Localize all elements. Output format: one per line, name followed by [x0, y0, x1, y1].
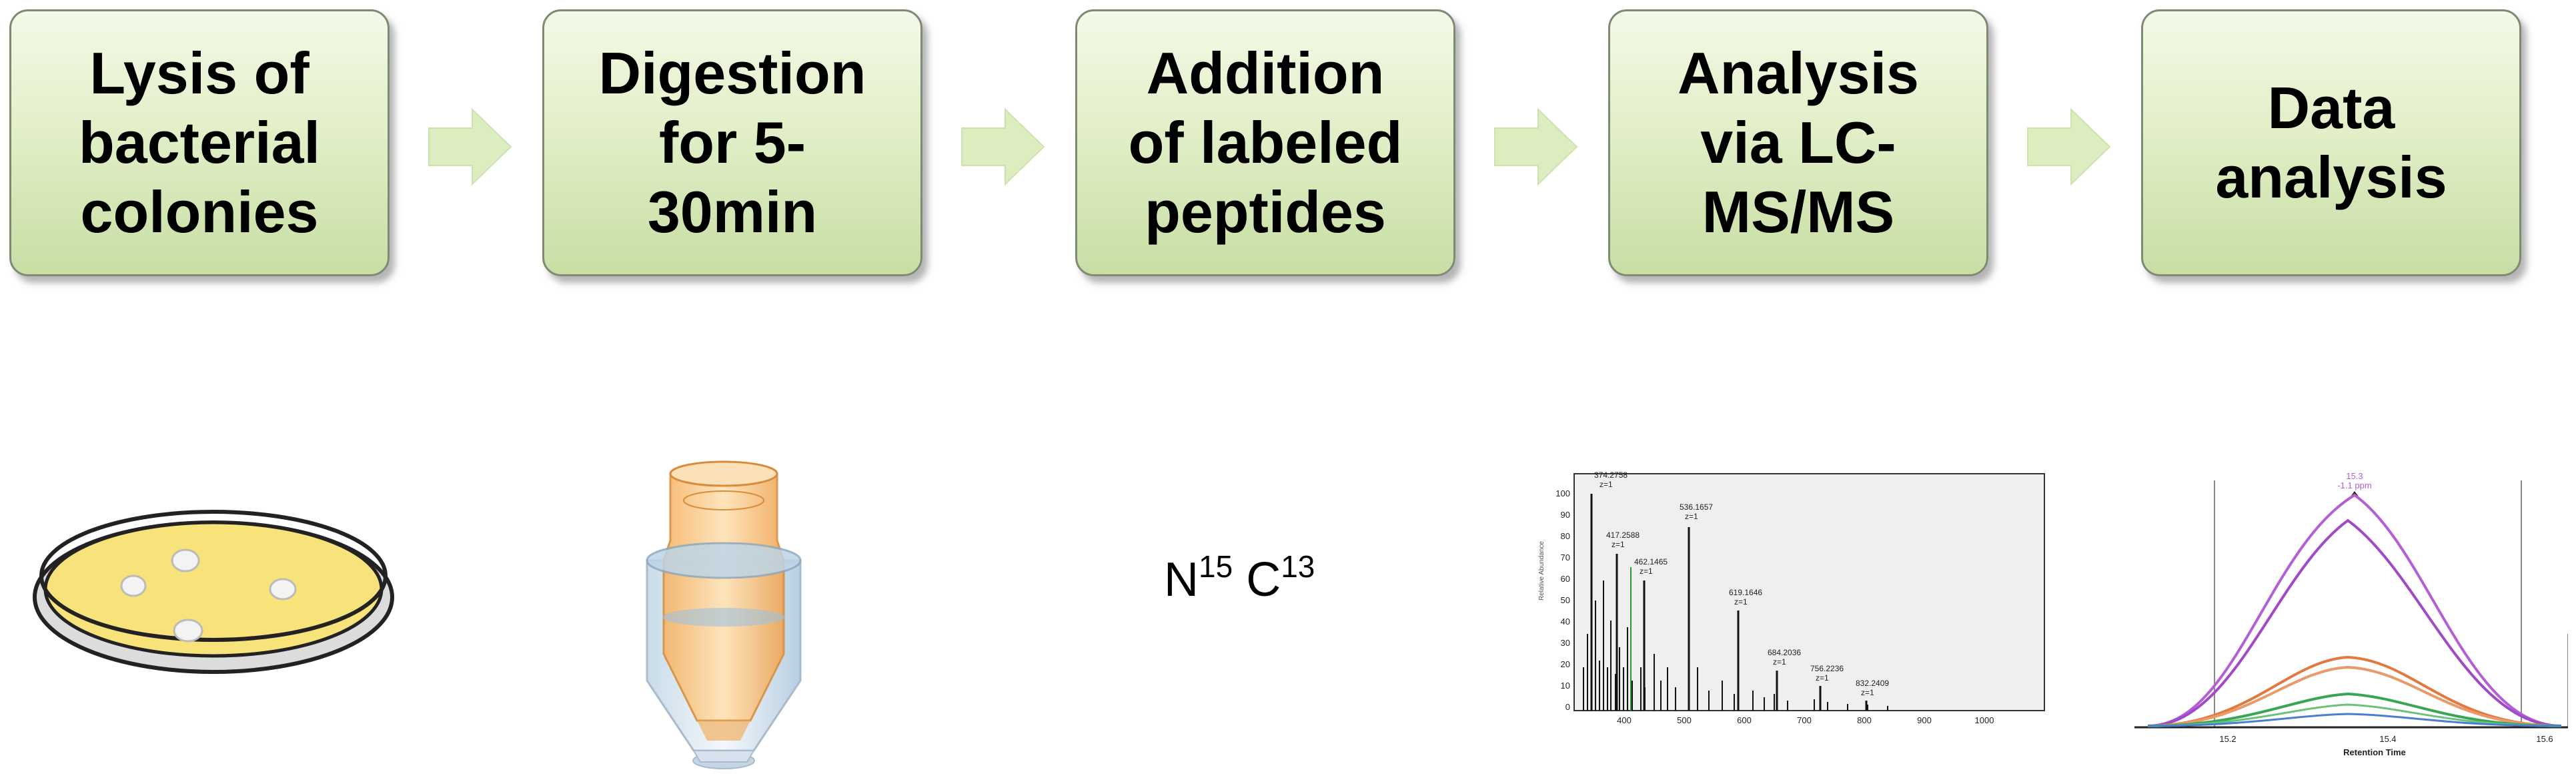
x-tick-label: 700 [1797, 715, 1812, 725]
peak-mz-label: 536.1657 [1680, 502, 1713, 512]
peak-ppm-label: -1.1 ppm [2337, 480, 2371, 490]
step-text-line: analysis [2215, 144, 2447, 210]
step-box-lysis: Lysis of bacterial colonies [9, 9, 390, 276]
y-tick-label: 90 [1561, 510, 1570, 520]
peak-rt-label: 15.3 [2346, 471, 2363, 481]
x-tick-label: 15.6 [2536, 734, 2553, 744]
y-tick-label: 10 [1561, 681, 1570, 691]
petri-dish-icon [33, 510, 394, 674]
step-box-digestion: Digestion for 5- 30min [542, 9, 922, 276]
peak-mz-label: 756.2236 [1810, 664, 1844, 673]
peak-mz-label: 462.1465 [1634, 557, 1668, 566]
y-tick-label: 30 [1561, 638, 1570, 648]
y-tick-label: 80 [1561, 531, 1570, 541]
mass-spectrum-icon: Relative Abundance 100 90 80 70 60 50 40… [1538, 470, 2045, 725]
peak-mz-label: 374.2758 [1594, 470, 1628, 480]
spin-column-icon [646, 460, 802, 769]
arrow-right-icon [2027, 107, 2111, 186]
step-box-addition: Addition of labeled peptides [1075, 9, 1455, 276]
peak-charge-label: z=1 [1599, 480, 1613, 489]
x-tick-label: 500 [1677, 715, 1692, 725]
arrow-right-icon [428, 107, 512, 186]
nitrogen-mass-number: 15 [1199, 549, 1233, 584]
x-tick-label: 900 [1917, 715, 1932, 725]
x-tick-label: 800 [1857, 715, 1872, 725]
peak-mz-label: 619.1646 [1729, 588, 1762, 597]
peak-mz-label: 832.2409 [1856, 679, 1889, 688]
step-text-line: bacterial [79, 109, 320, 175]
step-text-line: Addition [1146, 40, 1385, 106]
carbon-mass-number: 13 [1281, 549, 1315, 584]
step-text-line: MS/MS [1702, 179, 1895, 245]
chromatogram-icon: 15.3 -1.1 ppm 15.2 15.4 15.6 Retention T… [2134, 471, 2568, 757]
step-text-line: peptides [1145, 179, 1386, 245]
y-tick-label: 50 [1561, 595, 1570, 605]
arrow-right-icon [961, 107, 1045, 186]
peak-charge-label: z=1 [1861, 688, 1874, 697]
peak-charge-label: z=1 [1612, 540, 1625, 549]
peak-charge-label: z=1 [1640, 566, 1653, 576]
y-tick-label: 100 [1555, 488, 1570, 498]
step-box-analysis: Analysis via LC- MS/MS [1608, 9, 1988, 276]
step-text-line: Lysis of [89, 40, 309, 106]
arrow-right-icon [1494, 107, 1578, 186]
peak-mz-label: 684.2036 [1768, 648, 1801, 657]
step-text-line: 30min [647, 179, 818, 245]
x-axis-label: Retention Time [2343, 747, 2406, 757]
step-box-data-analysis: Data analysis [2141, 9, 2521, 276]
y-tick-label: 40 [1561, 617, 1570, 627]
x-tick-label: 400 [1617, 715, 1632, 725]
nitrogen-symbol: N [1164, 553, 1199, 607]
y-tick-label: 20 [1561, 659, 1570, 669]
step-text-line: colonies [80, 179, 319, 245]
step-text-line: for 5- [659, 109, 806, 175]
isotope-label: N15 C13 [1164, 549, 1315, 607]
peak-mz-label: 417.2588 [1606, 530, 1640, 540]
y-tick-label: 70 [1561, 552, 1570, 562]
x-tick-label: 600 [1737, 715, 1752, 725]
peak-charge-label: z=1 [1773, 657, 1786, 667]
y-tick-label: 0 [1565, 702, 1570, 712]
carbon-symbol: C [1246, 553, 1281, 607]
step-text-line: Digestion [598, 40, 866, 106]
peak-charge-label: z=1 [1734, 597, 1748, 607]
y-tick-label: 60 [1561, 574, 1570, 584]
x-tick-label: 15.4 [2379, 734, 2396, 744]
x-tick-label: 15.2 [2219, 734, 2236, 744]
peak-charge-label: z=1 [1685, 512, 1698, 521]
peak-charge-label: z=1 [1816, 673, 1829, 683]
step-text-line: via LC- [1700, 109, 1896, 175]
x-tick-label: 1000 [1975, 715, 1994, 725]
step-text-line: Data [2267, 75, 2395, 141]
svg-text:Relative Abundance: Relative Abundance [1538, 541, 1545, 601]
step-text-line: of labeled [1128, 109, 1403, 175]
step-text-line: Analysis [1678, 40, 1919, 106]
